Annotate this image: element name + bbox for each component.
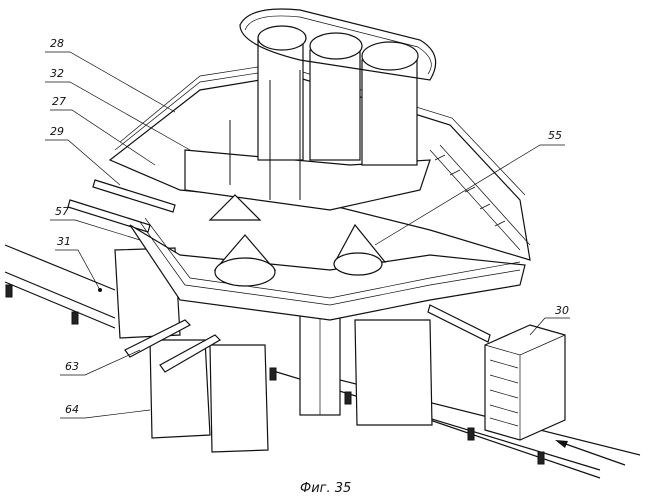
label-30: 30 — [555, 304, 569, 317]
label-27: 27 — [52, 95, 66, 108]
container-30 — [485, 325, 565, 440]
label-55: 55 — [548, 129, 562, 142]
label-64: 64 — [65, 403, 79, 416]
label-32: 32 — [50, 67, 64, 80]
label-29: 29 — [50, 125, 64, 138]
figure-caption: Фиг. 35 — [300, 481, 351, 496]
label-57: 57 — [55, 205, 69, 218]
label-28: 28 — [50, 37, 64, 50]
tanks-64 — [150, 320, 432, 452]
label-63: 63 — [65, 360, 79, 373]
direction-arrow — [555, 440, 625, 465]
label-31: 31 — [57, 235, 71, 248]
